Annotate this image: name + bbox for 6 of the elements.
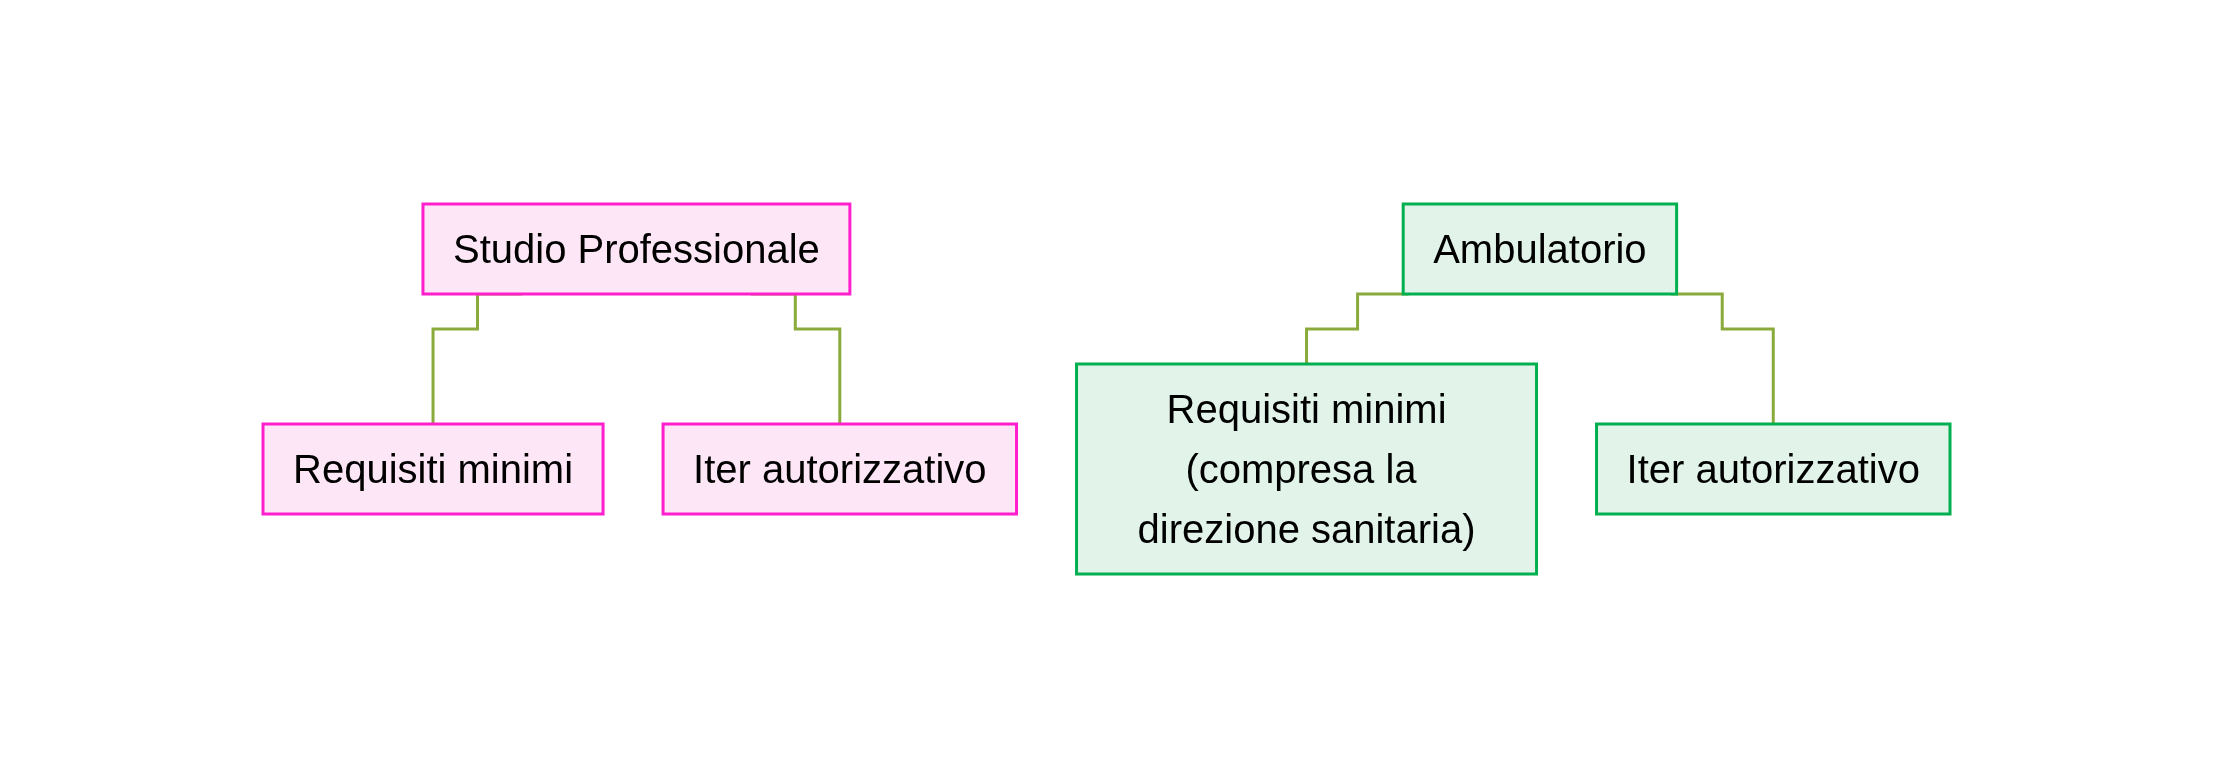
node-box: Requisiti minimi (compresa la direzione sanitaria) bbox=[1075, 362, 1539, 576]
node-box: Requisiti minimi bbox=[261, 422, 605, 516]
node-box: Studio Professionale bbox=[421, 202, 852, 296]
node-box: Iter autorizzativo bbox=[661, 422, 1019, 516]
node-box: Ambulatorio bbox=[1401, 202, 1679, 296]
node-box: Iter autorizzativo bbox=[1595, 422, 1952, 516]
